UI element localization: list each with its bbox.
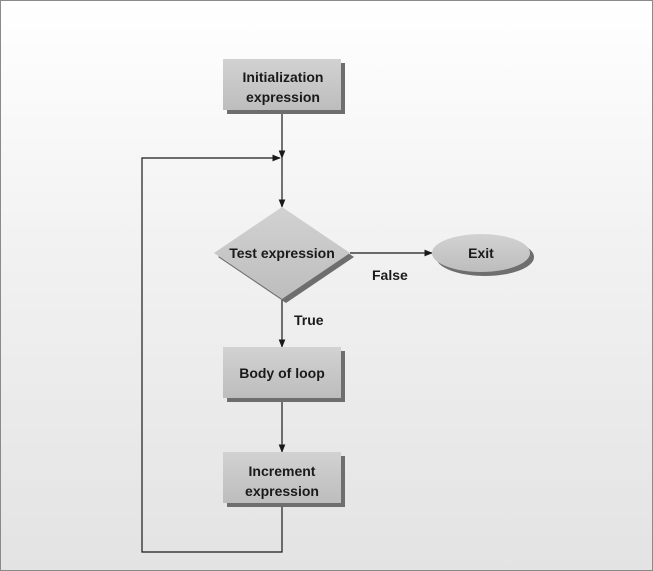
initialization-line2: expression: [246, 89, 320, 105]
true-label: True: [294, 312, 324, 328]
false-label: False: [372, 267, 408, 283]
connectors: [141, 111, 433, 553]
exit-label: Exit: [468, 245, 494, 261]
increment-node: Increment expression: [223, 452, 345, 507]
increment-line2: expression: [245, 483, 319, 499]
body-label: Body of loop: [239, 365, 325, 381]
initialization-node: Initialization expression: [223, 59, 345, 114]
test-label: Test expression: [229, 245, 335, 261]
increment-line1: Increment: [249, 463, 316, 479]
initialization-line1: Initialization: [243, 69, 324, 85]
test-node: Test expression: [214, 207, 354, 303]
edge-loop-back: [141, 154, 283, 553]
exit-node: Exit: [432, 234, 534, 276]
body-node: Body of loop: [223, 347, 345, 402]
